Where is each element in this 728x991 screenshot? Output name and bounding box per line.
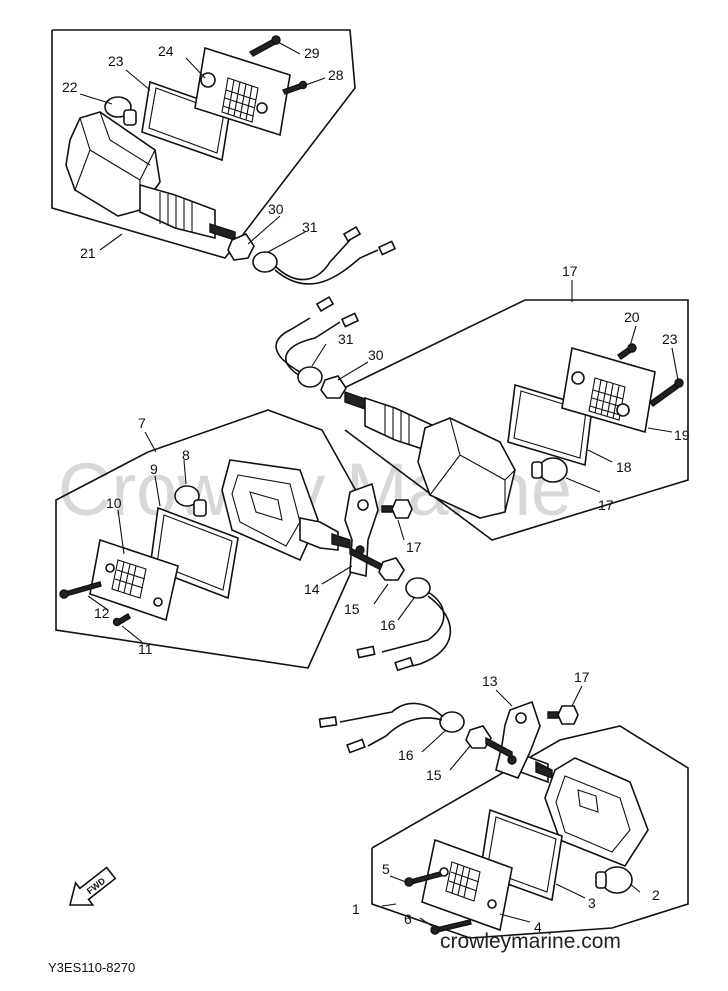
callout-9: 9 [150,461,158,477]
callout-31b: 31 [338,331,354,347]
callout-16b: 16 [398,747,414,763]
bracket-13 [495,700,541,780]
callout-16a: 16 [380,617,396,633]
callout-17b-label: 17 [574,669,590,685]
callout-24: 21 [80,245,96,261]
flasher-assembly-1: 13 17 16 15 5 6 1 2 3 4 [318,673,689,939]
callout-7: 7 [138,415,146,431]
callout-25: 22 [62,79,78,95]
callout-1: 1 [352,901,360,917]
callout-2: 2 [652,887,660,903]
flasher-assembly-24: 1 22 23 24 29 28 30 31 21 [51,29,397,285]
wire-24a [274,239,351,281]
screw-29 [248,39,277,57]
grommet-31b [297,366,323,388]
callout-19: 17 [598,497,614,513]
fwd-arrow-icon: FWD [68,866,117,906]
callout-4: 4 [534,919,542,935]
callout-28: 28 [328,67,344,83]
callout-27: 24 [158,43,174,59]
grommet-16a [405,577,431,599]
callout-3: 3 [588,895,596,911]
wire-24b [274,249,379,285]
nut-30a [227,233,255,261]
diagram-code: Y3ES110-8270 [48,960,135,975]
callout-26: 23 [108,53,124,69]
callout-17a-label: 17 [406,539,422,555]
group-outline-1 [371,725,689,939]
grommet-31a [252,251,278,273]
callout-10: 10 [106,495,122,511]
bulb-19 [538,457,568,483]
callout-18: 17 [562,263,578,279]
callout-31a: 31 [302,219,318,235]
group-outline-18 [339,299,689,541]
stem-24 [139,183,216,240]
callout-12: 12 [94,605,110,621]
group-outline-24 [51,29,356,259]
callout-23-label: 23 [662,331,678,347]
site-watermark: crowleymarine.com [440,930,621,953]
flasher-assembly-7: 7 8 9 10 12 11 14 17 16 15 16 [55,409,452,672]
callout-5: 5 [382,861,390,877]
callout-20: 18 [616,459,632,475]
callout-14: 14 [304,581,320,597]
callout-30a: 30 [268,201,284,217]
nut-15b [465,725,492,749]
lens-21 [561,346,656,434]
grommet-16b [439,711,465,733]
bulb-8 [174,485,200,507]
flasher-assembly-18: 17 20 21 20 19 18 17 31 30 [275,263,690,541]
callout-8: 8 [182,447,190,463]
nut-30b [320,375,347,399]
lens-housing-7 [221,459,319,562]
callout-21: 19 [674,427,690,443]
callout-30b: 30 [368,347,384,363]
callout-15b: 15 [426,767,442,783]
nut-15a [378,557,405,581]
callout-22: 20 [624,309,640,325]
callout-29: 29 [304,45,320,61]
lens-27 [194,46,291,137]
callout-11: 11 [138,641,153,657]
callout-6: 6 [404,911,412,927]
callout-15a: 15 [344,601,360,617]
screw-23 [649,383,679,407]
callout-13: 13 [482,673,498,689]
